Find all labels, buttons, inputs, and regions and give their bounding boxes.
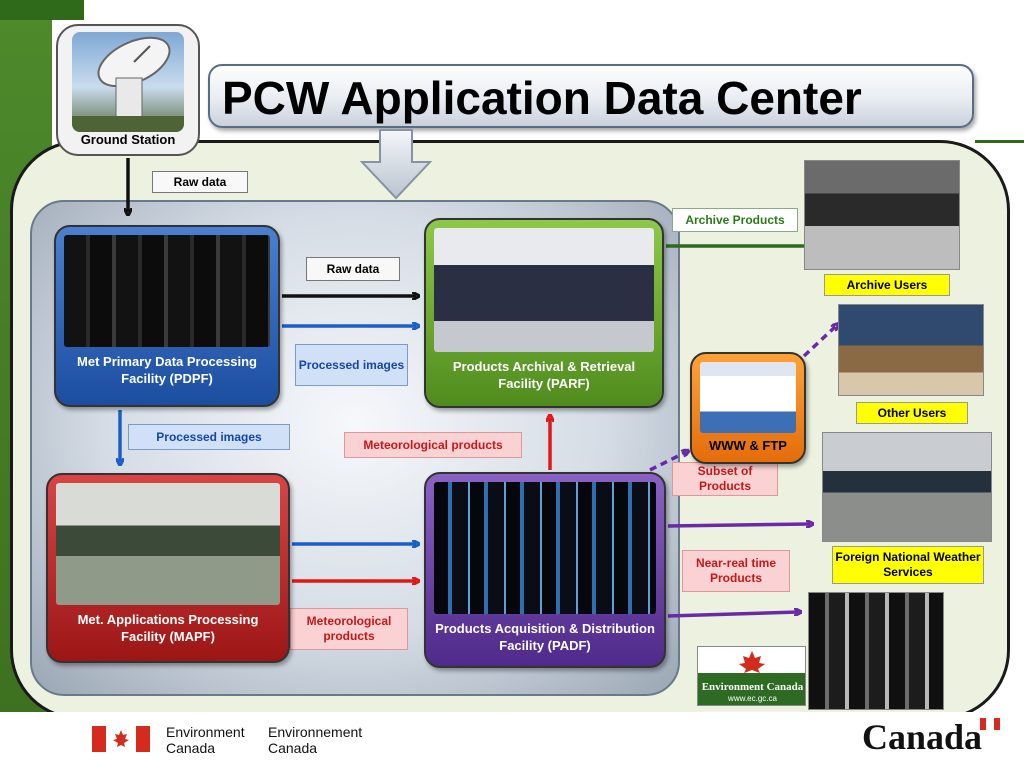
- server-racks-photo: [64, 235, 270, 347]
- footer-fr-line2: Canada: [268, 740, 318, 756]
- archive-users-label: Archive Users: [824, 274, 950, 296]
- meteorological-products-label-left: Meteorological products: [290, 608, 408, 650]
- footer-fr-line1: Environnement: [268, 724, 363, 740]
- meteorological-products-label-up: Meteorological products: [344, 432, 522, 458]
- raw-data-label-top: Raw data: [152, 171, 248, 193]
- title-rule: [975, 140, 1024, 143]
- maple-leaf-icon: [739, 651, 765, 673]
- www-ftp-box: WWW & FTP: [690, 352, 806, 464]
- ec-logo-name: Environment Canada: [701, 681, 804, 693]
- rack-cabling-photo: [434, 482, 656, 614]
- foreign-nws-label: Foreign National Weather Services: [832, 546, 984, 584]
- near-real-time-products-label: Near-real time Products: [682, 550, 790, 592]
- mapf-label: Met. Applications Processing Facility (M…: [77, 612, 259, 644]
- footer: Environment Canada Environnement Canada …: [0, 712, 1024, 768]
- environment-canada-logo: Environment Canada www.ec.gc.ca: [697, 646, 806, 706]
- processed-images-label-down: Processed images: [128, 424, 290, 450]
- ground-station-label: Ground Station: [80, 132, 176, 147]
- parf-box: Products Archival & Retrieval Facility (…: [424, 218, 664, 408]
- datacenter-hall-photo: [434, 228, 654, 352]
- ec-logo-url: www.ec.gc.ca: [728, 694, 777, 703]
- arrow-padf-to-www: [649, 452, 686, 472]
- arrow-padf-to-foreign: [667, 524, 810, 526]
- server-room-photo: [808, 592, 944, 710]
- footer-en-line1: Environment: [166, 724, 245, 740]
- arrow-www-to-other-users: [802, 326, 836, 358]
- forecaster-photo: [838, 304, 984, 396]
- www-ftp-label: WWW & FTP: [709, 438, 787, 453]
- chevron-down-icon: [360, 129, 432, 200]
- canada-wordmark: Canada: [862, 717, 983, 757]
- satellite-dish-icon: [72, 36, 184, 132]
- page-title: PCW Application Data Center: [222, 72, 862, 124]
- top-left-band: [0, 0, 84, 20]
- archive-room-photo: [804, 160, 960, 270]
- footer-en-line2: Canada: [166, 740, 216, 756]
- raw-data-label-mid: Raw data: [306, 257, 400, 281]
- padf-box: Products Acquisition & Distribution Faci…: [424, 472, 666, 668]
- mapf-box: Met. Applications Processing Facility (M…: [46, 473, 290, 663]
- arrow-padf-to-server-room: [667, 612, 798, 618]
- wordmark-flag-icon: [980, 718, 1000, 730]
- satellite-dish-photo: [72, 32, 184, 132]
- subset-of-products-label: Subset of Products: [672, 462, 778, 496]
- operators-workstation-photo: [56, 483, 280, 605]
- weather-office-photo: [822, 432, 992, 542]
- parf-label: Products Archival & Retrieval Facility (…: [452, 359, 636, 391]
- processed-images-label-right: Processed images: [295, 344, 408, 386]
- other-users-label: Other Users: [856, 402, 968, 424]
- pdpf-box: Met Primary Data Processing Facility (PD…: [54, 225, 280, 407]
- padf-label: Products Acquisition & Distribution Faci…: [435, 621, 655, 653]
- archive-products-label: Archive Products: [672, 208, 798, 232]
- title-bar: [208, 64, 974, 128]
- pdpf-label: Met Primary Data Processing Facility (PD…: [77, 354, 257, 386]
- ftp-window-screenshot: [700, 362, 796, 433]
- canada-flag-icon: [92, 726, 150, 752]
